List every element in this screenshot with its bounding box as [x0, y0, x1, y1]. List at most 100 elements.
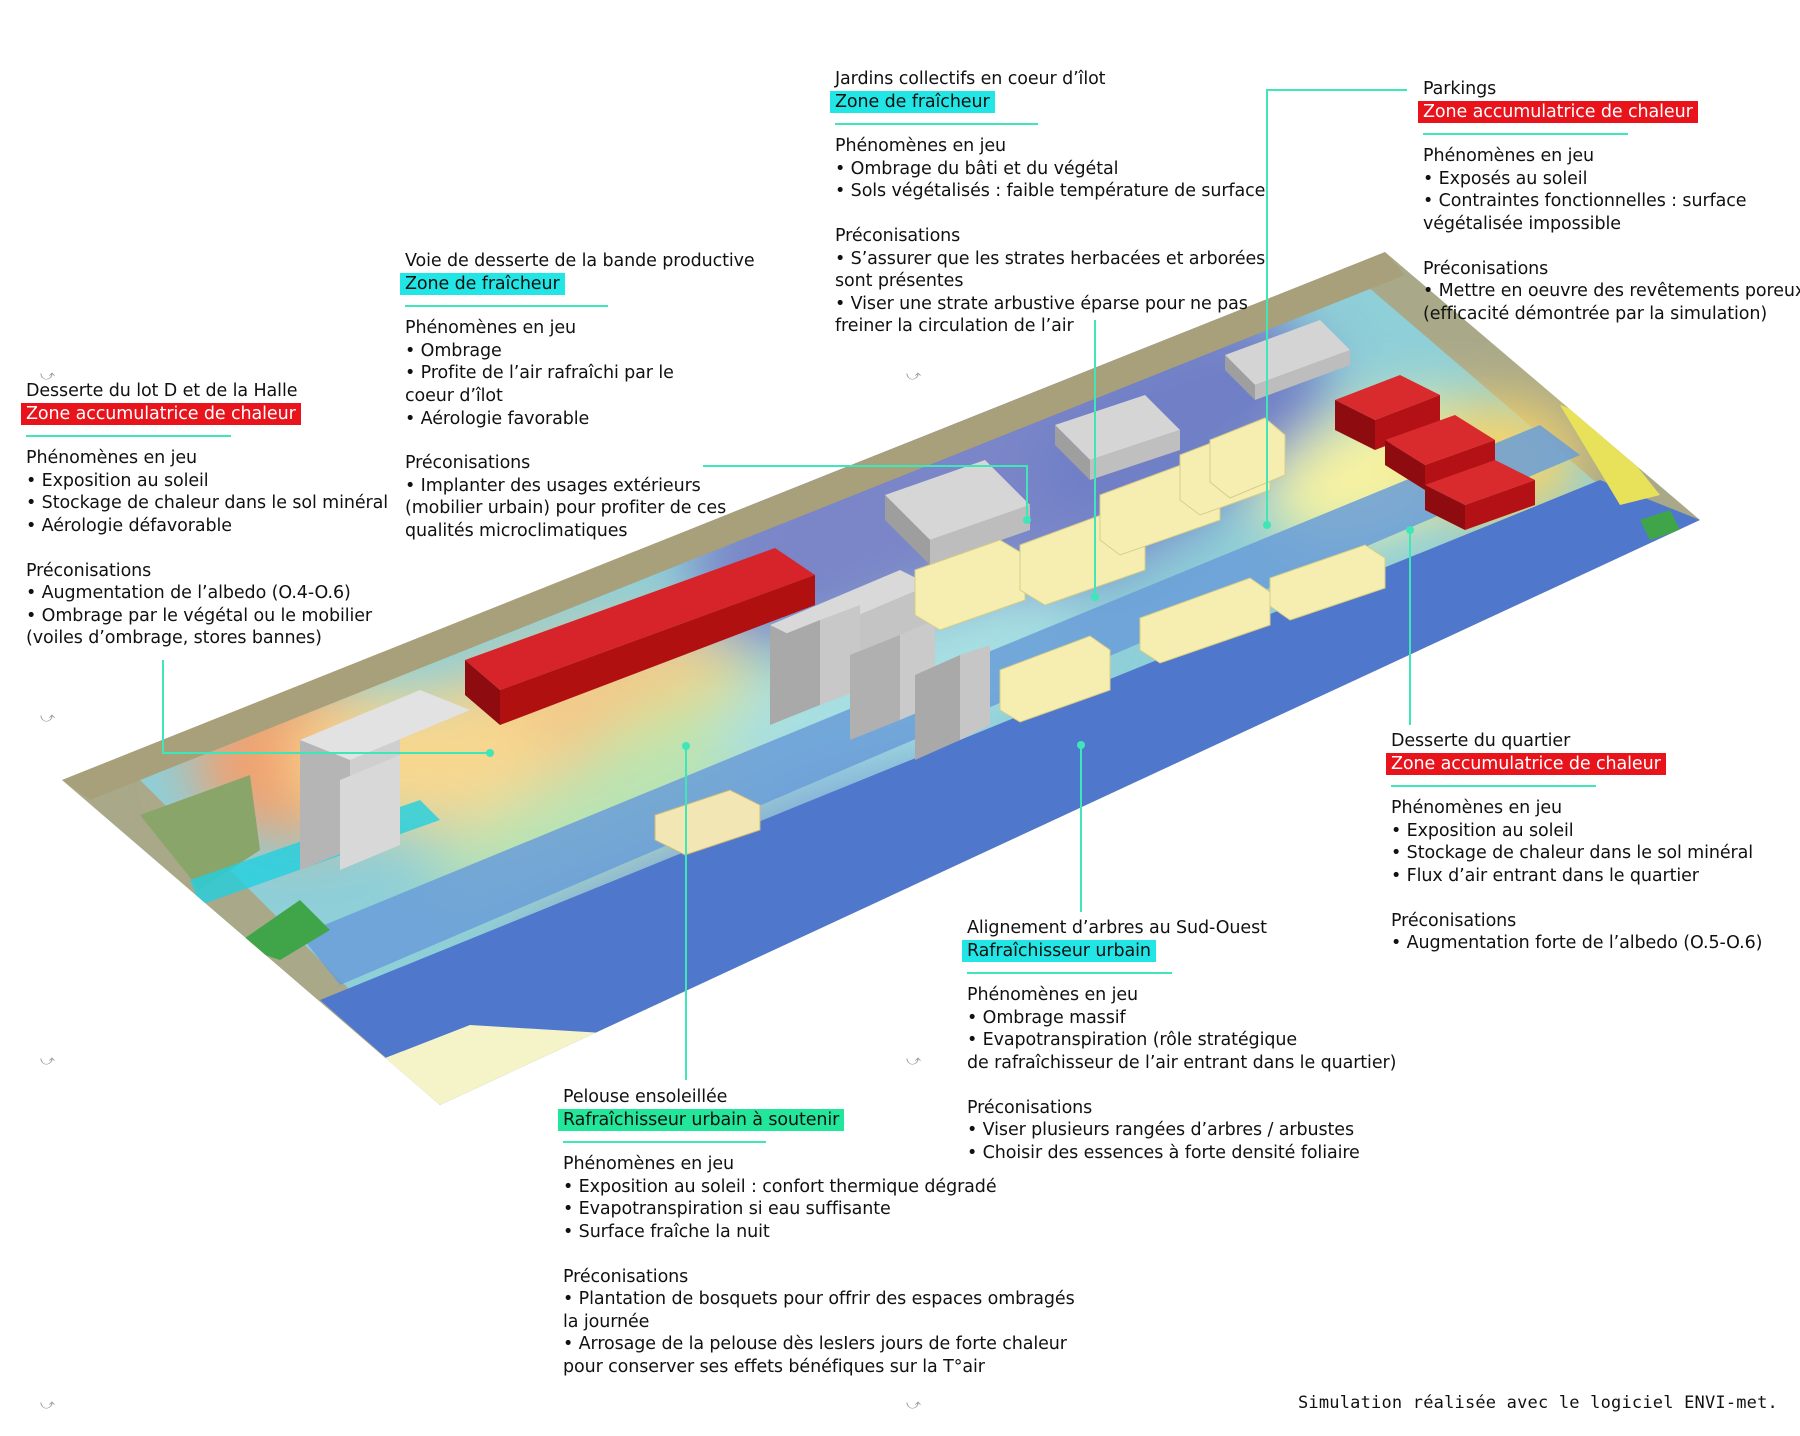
divider [1391, 785, 1596, 788]
recommendations-title: Préconisations [26, 560, 152, 581]
annotation-title: Pelouse ensoleillée [563, 1087, 728, 1107]
phenomena-item: • Exposés au soleil [1423, 168, 1588, 189]
annotation-jardins-collectifs: Jardins collectifs en coeur d’îlot Zone … [830, 68, 1275, 338]
phenomena-title: Phénomènes en jeu [835, 136, 1007, 157]
divider [1423, 133, 1628, 136]
annotation-desserte-lot-d: Desserte du lot D et de la Halle Zone ac… [21, 380, 389, 650]
annotation-voie-desserte: Voie de desserte de la bande productive … [400, 250, 765, 543]
annotation-pelouse: Pelouse ensoleillée Rafraîchisseur urbai… [558, 1086, 1083, 1379]
wind-mark-icon: ⤻ [40, 710, 55, 726]
phenomena-title: Phénomènes en jeu [563, 1154, 735, 1175]
recommendations-title: Préconisations [1423, 258, 1549, 279]
phenomena-item: • Exposition au soleil : confort thermiq… [563, 1176, 997, 1197]
annotation-title: Jardins collectifs en coeur d’îlot [835, 69, 1106, 89]
recommendation-item: (voiles d’ombrage, stores bannes) [26, 628, 322, 649]
red-halle-building [465, 548, 815, 725]
recommendation-item: • Viser plusieurs rangées d’arbres / arb… [967, 1120, 1354, 1141]
annotation-title: Voie de desserte de la bande productive [405, 251, 755, 271]
recommendation-item: pour conserver ses effets bénéfiques sur… [563, 1356, 985, 1377]
leader-voie-desserte [703, 465, 1028, 520]
wind-mark-icon: ⤻ [906, 1397, 921, 1413]
recommendation-item: • Arrosage de la pelouse dès lesIers jou… [563, 1334, 1067, 1355]
phenomena-item: végétalisée impossible [1423, 213, 1621, 234]
phenomena-item: • Flux d’air entrant dans le quartier [1391, 865, 1699, 886]
red-parking-blocks [1335, 375, 1535, 530]
recommendations-title: Préconisations [563, 1266, 689, 1287]
leader-dots [486, 516, 1414, 757]
recommendation-item: • Plantation de bosquets pour offrir des… [563, 1289, 1075, 1310]
phenomena-item: • Contraintes fonctionnelles : surface [1423, 191, 1747, 212]
phenomena-item: • Evapotranspiration si eau suffisante [563, 1199, 891, 1220]
annotation-alignement-arbres: Alignement d’arbres au Sud-Ouest Rafraîc… [962, 917, 1407, 1164]
phenomena-title: Phénomènes en jeu [405, 318, 577, 339]
phenomena-item: • Stockage de chaleur dans le sol minéra… [1391, 843, 1754, 864]
recommendation-item: la journée [563, 1311, 650, 1332]
annotation-title: Desserte du lot D et de la Halle [26, 381, 298, 401]
phenomena-item: de rafraîchisseur de l’air entrant dans … [967, 1052, 1397, 1073]
grey-buildings [300, 320, 1350, 870]
wind-mark-icon: ⤻ [40, 1053, 55, 1069]
annotation-title: Desserte du quartier [1391, 731, 1571, 751]
phenomena-item: • Ombrage du bâti et du végétal [835, 158, 1119, 179]
wind-mark-icon: ⤻ [40, 368, 55, 384]
green-patch-river [235, 900, 330, 960]
recommendation-item: • Ombrage par le végétal ou le mobilier [26, 605, 373, 626]
recommendation-item: • Augmentation forte de l’albedo (O.5-O.… [1391, 933, 1763, 954]
phenomena-item: • Exposition au soleil [1391, 820, 1574, 841]
river-band [320, 480, 1700, 1105]
lawn-pavilion [654, 789, 761, 856]
phenomena-item: • Aérologie favorable [405, 408, 590, 429]
annotation-desserte-quartier: Desserte du quartier Zone accumulatrice … [1386, 730, 1781, 955]
phenomena-title: Phénomènes en jeu [26, 448, 198, 469]
leader-lines [162, 89, 1411, 1080]
phenomena-title: Phénomènes en jeu [1423, 146, 1595, 167]
phenomena-item: • Ombrage [405, 340, 502, 361]
leader-desserte-lot-d [162, 660, 490, 754]
recommendations-title: Préconisations [835, 225, 961, 246]
recommendations-title: Préconisations [405, 453, 531, 474]
recommendation-item: • Choisir des essences à forte densité f… [967, 1142, 1360, 1163]
recommendation-item: • Implanter des usages extérieurs [405, 475, 701, 496]
phenomena-title: Phénomènes en jeu [1391, 798, 1563, 819]
phenomena-title: Phénomènes en jeu [967, 985, 1139, 1006]
zone-badge: Zone de fraîcheur [830, 90, 995, 114]
phenomena-item: • Sols végétalisés : faible température … [835, 181, 1266, 202]
phenomena-item: • Evapotranspiration (rôle stratégique [967, 1030, 1297, 1051]
phenomena-item: • Ombrage massif [967, 1007, 1126, 1028]
annotation-title: Parkings [1423, 79, 1497, 99]
divider [26, 435, 231, 438]
recommendations-title: Préconisations [1391, 910, 1517, 931]
divider [967, 972, 1172, 975]
phenomena-item: • Stockage de chaleur dans le sol minéra… [26, 493, 389, 514]
zone-badge: Zone accumulatrice de chaleur [21, 402, 301, 426]
divider [405, 305, 608, 308]
north-edge-band [62, 252, 1405, 800]
simulation-credit: Simulation réalisée avec le logiciel ENV… [1297, 1393, 1778, 1413]
green-patch-east [1640, 510, 1680, 540]
phenomena-item: • Profite de l’air rafraîchi par le [405, 363, 674, 384]
recommendation-item: (mobilier urbain) pour profiter de ces [405, 498, 727, 519]
recommendation-item: (efficacité démontrée par la simulation) [1423, 303, 1768, 324]
zone-badge: Rafraîchisseur urbain [962, 939, 1156, 963]
phenomena-item: coeur d’îlot [405, 385, 503, 406]
recommendation-item: sont présentes [835, 271, 964, 292]
recommendation-item: qualités microclimatiques [405, 520, 628, 541]
annotation-title: Alignement d’arbres au Sud-Ouest [967, 918, 1267, 938]
east-edge-band [1560, 405, 1660, 505]
phenomena-item: • Surface fraîche la nuit [563, 1221, 770, 1242]
zone-badge: Zone de fraîcheur [400, 272, 565, 296]
wind-mark-icon: ⤻ [40, 1397, 55, 1413]
recommendation-item: • Viser une strate arbustive éparse pour… [835, 293, 1248, 314]
recommendations-title: Préconisations [967, 1097, 1093, 1118]
phenomena-item: • Aérologie défavorable [26, 515, 232, 536]
annotation-parkings: Parkings Zone accumulatrice de chaleur P… [1418, 78, 1800, 325]
wind-mark-icon: ⤻ [906, 1053, 921, 1069]
zone-badge: Rafraîchisseur urbain à soutenir [558, 1108, 845, 1132]
phenomena-item: • Exposition au soleil [26, 470, 209, 491]
green-patch-west [140, 775, 260, 890]
zone-badge: Zone accumulatrice de chaleur [1418, 100, 1698, 124]
recommendation-item: • Augmentation de l’albedo (O.4-O.6) [26, 583, 351, 604]
leader-parkings [1266, 89, 1407, 525]
zone-badge: Zone accumulatrice de chaleur [1386, 752, 1666, 776]
